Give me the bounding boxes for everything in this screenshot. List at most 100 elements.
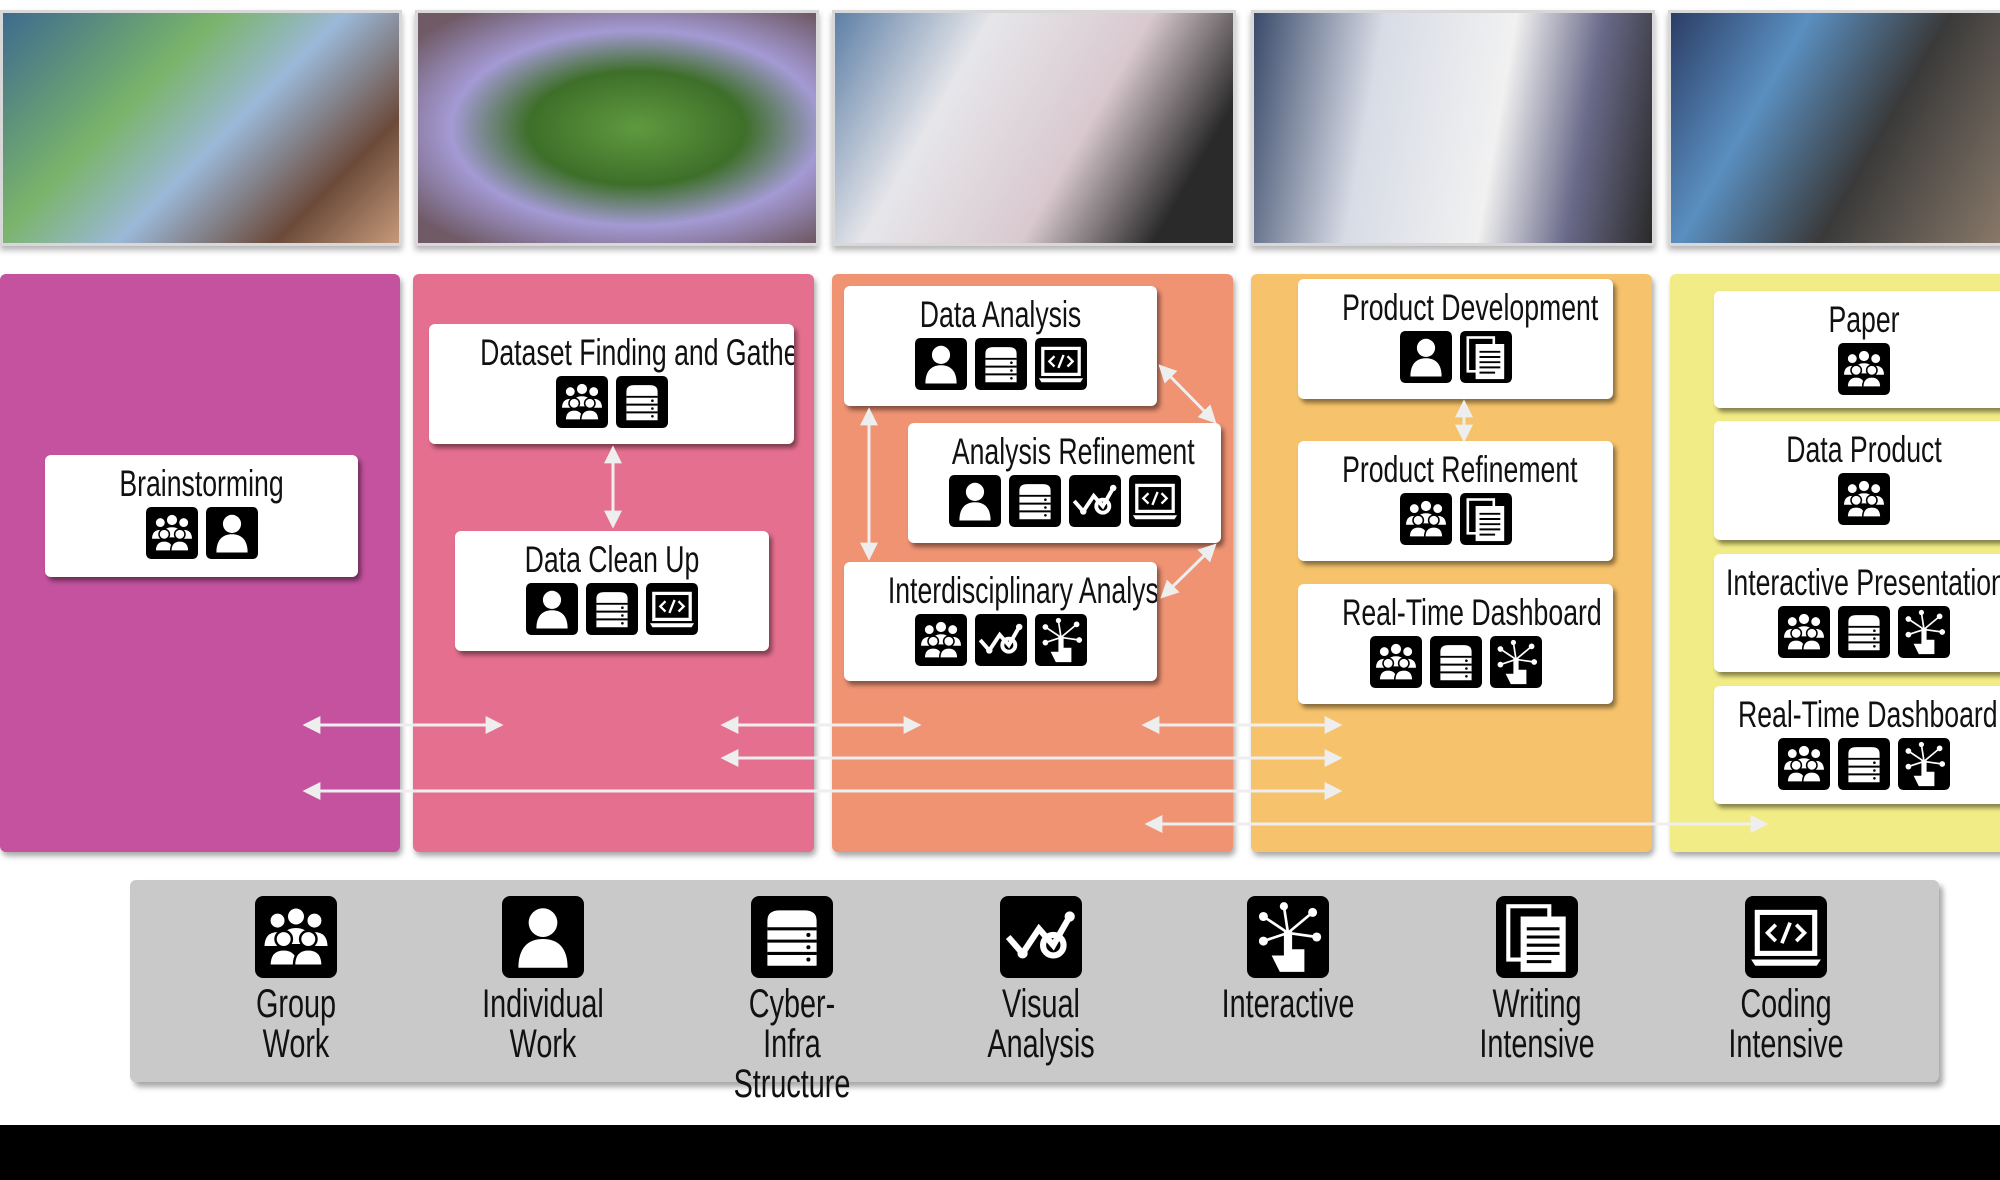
box-paper: Paper	[1714, 291, 2000, 408]
box-title: Dataset Finding and Gathering	[480, 332, 794, 373]
server-icon	[1009, 475, 1061, 527]
server-icon	[975, 338, 1027, 390]
interactive-touch-icon	[1490, 636, 1542, 688]
legend-item-individual-work: Individual Work	[443, 894, 643, 1064]
server-icon	[751, 896, 833, 978]
brainstorming-session-photo	[0, 10, 402, 246]
individual-work-icon	[206, 507, 258, 559]
server-icon	[1430, 636, 1482, 688]
coding-icon	[1035, 338, 1087, 390]
legend-label: Cyber-Infra Structure	[733, 982, 851, 1106]
box-interdisciplinary-analysis: Interdisciplinary Analysis	[844, 562, 1157, 681]
visual-analysis-icon	[1069, 475, 1121, 527]
visual-analysis-icon	[1000, 896, 1082, 978]
box-interactive-presentation: Interactive Presentation	[1714, 554, 2000, 672]
server-icon	[616, 376, 668, 428]
legend-item-writing-intensive: Writing Intensive	[1437, 894, 1637, 1064]
box-title: Data Analysis	[919, 294, 1082, 335]
group-work-icon	[1778, 606, 1830, 658]
icon-row	[45, 507, 358, 559]
group-work-icon	[1370, 636, 1422, 688]
box-title: Analysis Refinement	[951, 431, 1195, 472]
icon-row	[692, 896, 892, 978]
server-icon	[1838, 738, 1890, 790]
box-title: Real-Time Dashboard	[1342, 592, 1602, 633]
group-work-icon	[255, 896, 337, 978]
icon-row	[1714, 606, 2000, 658]
group-work-icon	[1400, 493, 1452, 545]
box-title: Product Refinement	[1342, 449, 1578, 490]
document-display-photo	[1251, 10, 1655, 246]
map-analysis-photo	[832, 10, 1236, 246]
group-work-icon	[1778, 738, 1830, 790]
visualization-wall-photo	[415, 10, 819, 246]
server-icon	[586, 583, 638, 635]
icon-row	[908, 475, 1221, 527]
icon-row	[844, 614, 1157, 666]
icon-row	[455, 583, 769, 635]
box-real-time-dashboard: Real-Time Dashboard	[1298, 584, 1613, 704]
icon-row	[196, 896, 396, 978]
box-product-refinement: Product Refinement	[1298, 441, 1613, 561]
box-title: Brainstorming	[119, 463, 284, 504]
box-title: Interactive Presentation	[1726, 562, 2000, 603]
box-title: Data Clean Up	[524, 539, 700, 580]
box-data-product: Data Product	[1714, 421, 2000, 540]
conference-demo-photo	[1668, 10, 2000, 246]
coding-icon	[1745, 896, 1827, 978]
box-title: Paper	[1828, 299, 1900, 340]
visual-analysis-icon	[975, 614, 1027, 666]
writing-document-icon	[1460, 331, 1512, 383]
interactive-touch-icon	[1247, 896, 1329, 978]
legend-label: Coding Intensive	[1728, 982, 1844, 1066]
individual-work-icon	[1400, 331, 1452, 383]
box-analysis-refinement: Analysis Refinement	[908, 423, 1221, 543]
group-work-icon	[556, 376, 608, 428]
legend-label: Interactive	[1221, 982, 1355, 1026]
icon-row	[429, 376, 794, 428]
box-data-analysis: Data Analysis	[844, 286, 1157, 406]
box-title: Product Development	[1342, 287, 1599, 328]
legend-label: Individual Work	[482, 982, 604, 1066]
legend-item-cyber-infrastructure: Cyber-Infra Structure	[692, 894, 892, 1104]
legend-item-coding-intensive: Coding Intensive	[1686, 894, 1886, 1064]
legend-item-visual-analysis: Visual Analysis	[941, 894, 1141, 1064]
writing-document-icon	[1496, 896, 1578, 978]
legend-label: Writing Intensive	[1479, 982, 1595, 1066]
icon-row	[844, 338, 1157, 390]
icon-row	[1714, 343, 2000, 395]
box-title: Real-Time Dashboard	[1738, 694, 1998, 735]
icon-row	[1298, 493, 1613, 545]
box-dataset-finding: Dataset Finding and Gathering	[429, 324, 794, 444]
individual-work-icon	[502, 896, 584, 978]
group-work-icon	[146, 507, 198, 559]
coding-icon	[646, 583, 698, 635]
legend-label: Visual Analysis	[987, 982, 1095, 1066]
bottom-bar	[0, 1125, 2000, 1180]
icon-row	[1298, 331, 1613, 383]
box-brainstorming: Brainstorming	[45, 455, 358, 577]
group-work-icon	[1838, 343, 1890, 395]
server-icon	[1838, 606, 1890, 658]
box-data-clean-up: Data Clean Up	[455, 531, 769, 651]
icon-row	[443, 896, 643, 978]
box-product-development: Product Development	[1298, 279, 1613, 399]
icon-row	[941, 896, 1141, 978]
box-real-time-dashboard-output: Real-Time Dashboard	[1714, 686, 2000, 804]
icon-row	[1188, 896, 1388, 978]
icon-row	[1298, 636, 1613, 688]
icon-row	[1686, 896, 1886, 978]
legend: Group Work Individual Work Cyber-Infra S…	[130, 880, 1939, 1104]
icon-row	[1437, 896, 1637, 978]
box-title: Interdisciplinary Analysis	[887, 570, 1157, 611]
interactive-touch-icon	[1898, 738, 1950, 790]
group-work-icon	[915, 614, 967, 666]
writing-document-icon	[1460, 493, 1512, 545]
individual-work-icon	[526, 583, 578, 635]
interactive-touch-icon	[1898, 606, 1950, 658]
icon-row	[1714, 738, 2000, 790]
individual-work-icon	[949, 475, 1001, 527]
coding-icon	[1129, 475, 1181, 527]
individual-work-icon	[915, 338, 967, 390]
icon-row	[1714, 473, 2000, 525]
